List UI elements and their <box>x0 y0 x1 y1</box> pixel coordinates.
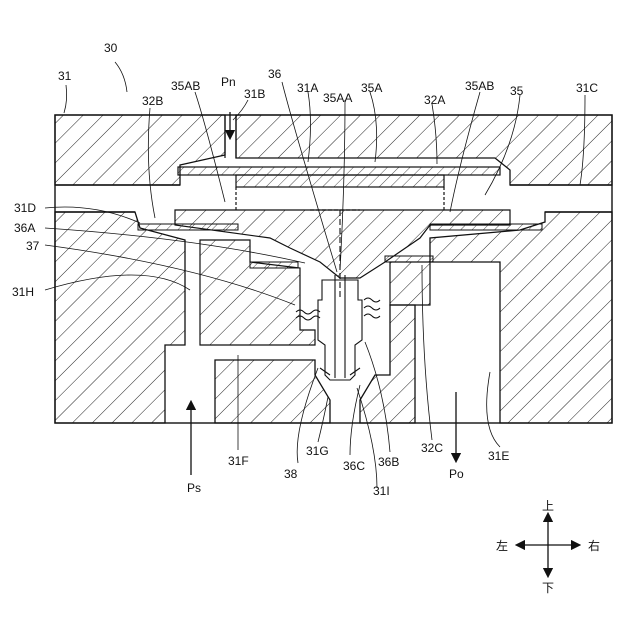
label-31I: 31I <box>373 484 390 498</box>
label-31: 31 <box>58 69 72 83</box>
label-31G: 31G <box>306 444 329 458</box>
label-35: 35 <box>510 84 524 98</box>
label-32A: 32A <box>424 93 445 107</box>
label-31D: 31D <box>14 201 36 215</box>
label-Po: Po <box>449 467 464 481</box>
label-Ps: Ps <box>187 481 201 495</box>
label-Pn: Pn <box>221 75 236 89</box>
label-31C: 31C <box>576 81 598 95</box>
label-35AB-left: 35AB <box>171 79 200 93</box>
label-36C: 36C <box>343 459 365 473</box>
label-31H: 31H <box>12 285 34 299</box>
label-31E: 31E <box>488 449 509 463</box>
label-32B: 32B <box>142 94 163 108</box>
label-36: 36 <box>268 67 282 81</box>
label-36A: 36A <box>14 221 35 235</box>
label-36B: 36B <box>378 455 399 469</box>
label-31A: 31A <box>297 81 318 95</box>
label-35A: 35A <box>361 81 382 95</box>
label-31F: 31F <box>228 454 249 468</box>
label-37: 37 <box>26 239 40 253</box>
compass-right-label: 右 <box>588 538 600 553</box>
compass-down-label: 下 <box>542 581 554 595</box>
label-35AB-right: 35AB <box>465 79 494 93</box>
label-31B: 31B <box>244 87 265 101</box>
compass-up-label: 上 <box>542 499 554 513</box>
label-35AA: 35AA <box>323 91 352 105</box>
label-32C: 32C <box>421 441 443 455</box>
direction-compass <box>520 517 576 573</box>
label-30: 30 <box>104 41 118 55</box>
compass-left-label: 左 <box>496 538 508 553</box>
label-38: 38 <box>284 467 298 481</box>
